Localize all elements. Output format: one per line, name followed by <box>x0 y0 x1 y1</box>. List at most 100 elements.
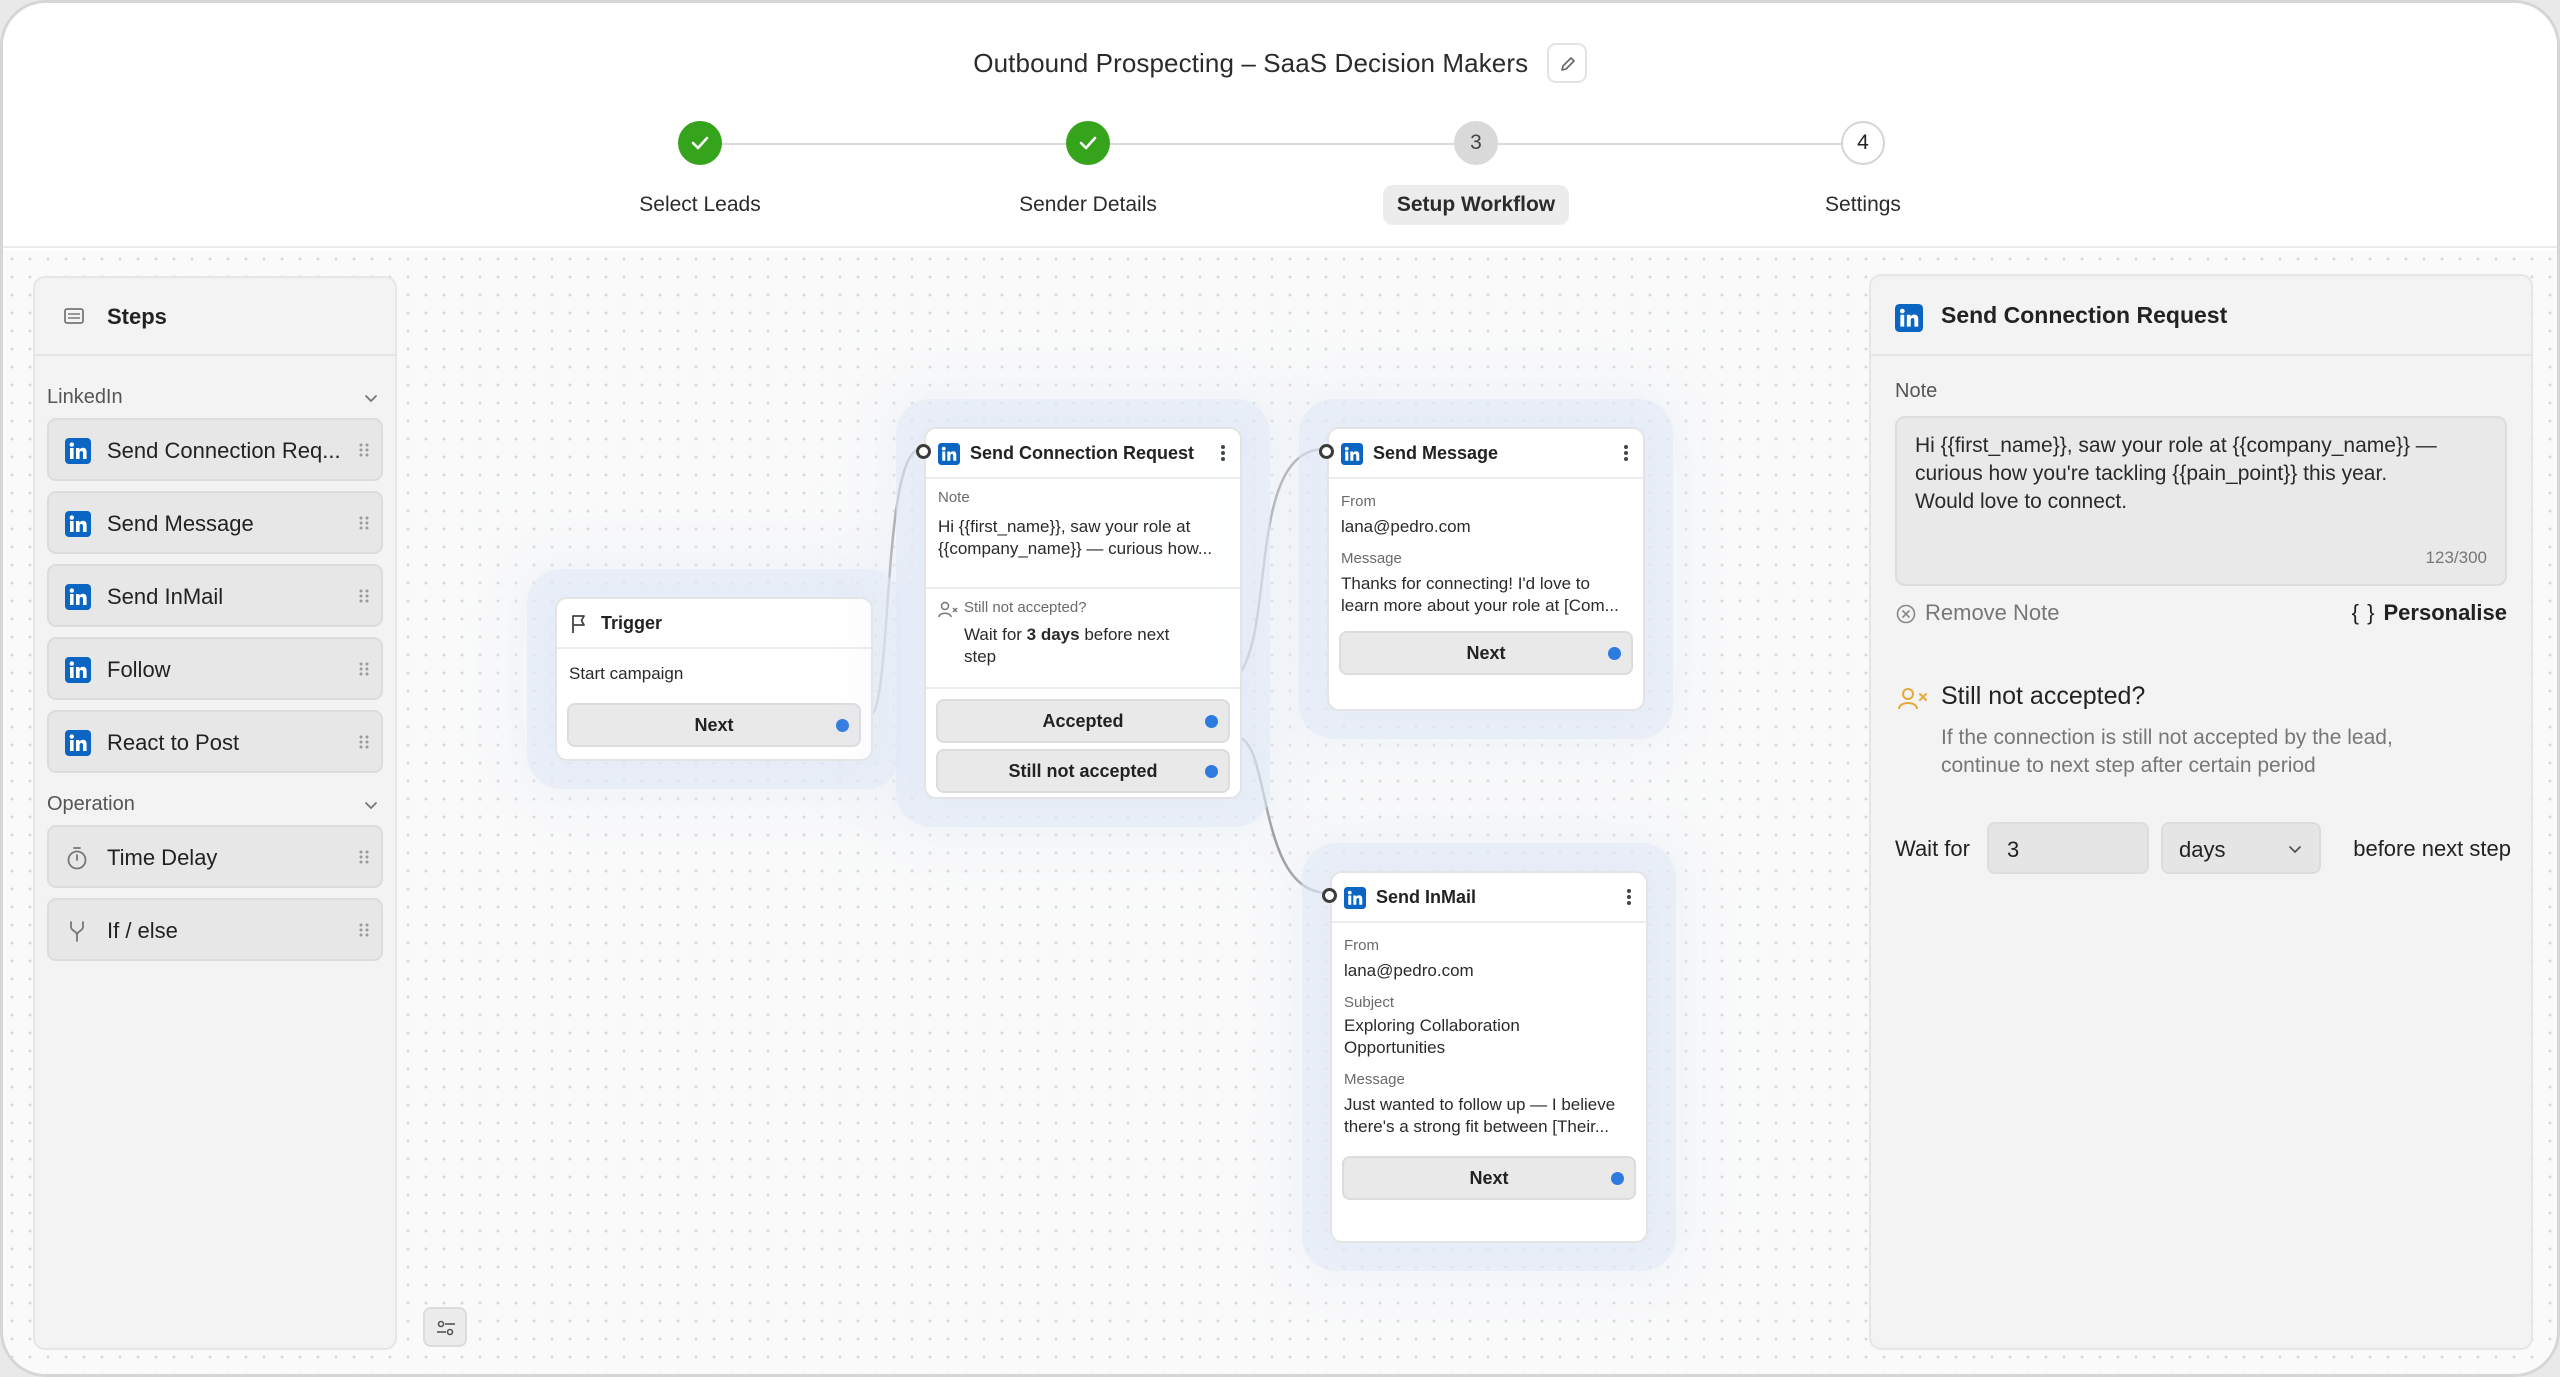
trigger-next-button[interactable]: Next <box>567 703 861 747</box>
steps-panel-header: Steps <box>35 278 395 356</box>
button-label: Next <box>694 715 734 735</box>
drag-handle-icon[interactable] <box>359 442 369 458</box>
message-label: Message <box>1344 1071 1405 1088</box>
step-item-react-to-post[interactable]: React to Post <box>47 710 383 773</box>
step-settings[interactable]: 4 Settings <box>1713 121 2013 225</box>
canvas-settings-button[interactable] <box>423 1307 467 1347</box>
step-label: Select Leads <box>639 193 761 216</box>
steps-panel-title: Steps <box>107 304 167 329</box>
list-icon <box>63 306 85 331</box>
node-header: Trigger <box>557 599 871 649</box>
step-complete-icon <box>678 121 722 165</box>
drag-handle-icon[interactable] <box>359 588 369 604</box>
wait-bold: 3 days <box>1026 625 1080 644</box>
message-line: Thanks for connecting! I'd love to <box>1341 574 1590 593</box>
step-item-label: Follow <box>107 657 171 682</box>
group-linkedin-header[interactable]: LinkedIn <box>35 378 395 418</box>
group-operation-header[interactable]: Operation <box>35 785 395 825</box>
wait-unit-value: days <box>2179 837 2226 862</box>
sliders-icon <box>437 1320 455 1336</box>
note-text-line: Hi {{first_name}}, saw your role at {{co… <box>1915 434 2437 457</box>
input-port[interactable] <box>916 444 931 459</box>
drag-handle-icon[interactable] <box>359 849 369 865</box>
step-number: 3 <box>1454 121 1498 165</box>
step-select-leads[interactable]: Select Leads <box>550 121 850 225</box>
step-item-follow[interactable]: Follow <box>47 637 383 700</box>
output-port[interactable] <box>1205 715 1218 728</box>
progress-stepper: Select Leads Sender Details 3 Setup Work… <box>3 121 2557 241</box>
more-options-icon[interactable] <box>1626 887 1632 907</box>
drag-handle-icon[interactable] <box>359 661 369 677</box>
remove-note-button[interactable]: Remove Note <box>1895 600 2060 626</box>
from-value: lana@pedro.com <box>1341 517 1471 536</box>
step-item-send-connection-request[interactable]: Send Connection Req... <box>47 418 383 481</box>
description-line: continue to next step after certain peri… <box>1941 754 2316 777</box>
node-send-message[interactable]: Send Message From lana@pedro.com Message… <box>1319 427 1645 711</box>
node-send-inmail[interactable]: Send InMail From lana@pedro.com Subject … <box>1322 871 1648 1243</box>
timer-icon <box>67 847 87 870</box>
note-line: {{company_name}} — curious how... <box>938 539 1213 558</box>
header: Outbound Prospecting – SaaS Decision Mak… <box>3 3 2557 248</box>
config-panel-header: Send Connection Request <box>1871 276 2531 356</box>
wait-suffix: before next step <box>2353 836 2511 861</box>
still-not-accepted-title: Still not accepted? <box>1941 682 2146 710</box>
drag-handle-icon[interactable] <box>359 515 369 531</box>
wait-text: Wait for 3 days before next <box>964 624 1228 646</box>
pencil-icon <box>1560 57 1575 71</box>
title-row: Outbound Prospecting – SaaS Decision Mak… <box>3 43 2557 83</box>
step-item-if-else[interactable]: If / else <box>47 898 383 961</box>
wait-unit-select[interactable]: days <box>2161 822 2321 874</box>
close-circle-icon <box>1896 604 1916 624</box>
more-options-icon[interactable] <box>1623 443 1629 463</box>
trigger-text: Start campaign <box>569 664 684 683</box>
note-text-line: curious how you're tackling {{pain_point… <box>1915 462 2388 485</box>
node-title: Trigger <box>601 613 663 633</box>
group-label: LinkedIn <box>47 386 123 408</box>
linkedin-icon <box>938 443 960 465</box>
inmail-next-button[interactable]: Next <box>1342 1156 1636 1200</box>
output-port[interactable] <box>836 719 849 732</box>
personalise-button[interactable]: { }Personalise <box>2352 600 2507 626</box>
stepper-track <box>700 143 1863 145</box>
linkedin-icon <box>1344 887 1366 909</box>
step-item-send-inmail[interactable]: Send InMail <box>47 564 383 627</box>
step-item-send-message[interactable]: Send Message <box>47 491 383 554</box>
button-label: Next <box>1466 643 1506 663</box>
step-item-label: React to Post <box>107 730 240 755</box>
step-setup-workflow[interactable]: 3 Setup Workflow <box>1326 121 1626 225</box>
node-trigger[interactable]: Trigger Start campaign Next <box>555 597 873 761</box>
char-counter: 123/300 <box>2425 548 2487 567</box>
branch-icon <box>70 921 84 942</box>
node-body: From lana@pedro.com Subject Exploring Co… <box>1332 923 1646 1148</box>
button-label: Accepted <box>1042 711 1124 731</box>
accepted-branch-button[interactable]: Accepted <box>936 699 1230 743</box>
wait-row: Wait for 3 days before next step <box>1895 822 2511 876</box>
from-label: From <box>1344 937 1379 954</box>
node-send-connection-request[interactable]: Send Connection Request Note Hi {{first_… <box>916 427 1242 799</box>
button-label: Still not accepted <box>1008 761 1158 781</box>
drag-handle-icon[interactable] <box>359 922 369 938</box>
linkedin-icon <box>1341 443 1363 465</box>
step-item-label: Send InMail <box>107 584 224 609</box>
drag-handle-icon[interactable] <box>359 734 369 750</box>
output-port[interactable] <box>1205 765 1218 778</box>
not-accepted-branch-button[interactable]: Still not accepted <box>936 749 1230 793</box>
step-item-time-delay[interactable]: Time Delay <box>47 825 383 888</box>
edit-title-button[interactable] <box>1546 43 1587 83</box>
subject-line: Exploring Collaboration <box>1344 1016 1520 1035</box>
input-port[interactable] <box>1322 888 1337 903</box>
wait-label: Wait for <box>1895 836 1970 861</box>
linkedin-icon <box>65 584 91 610</box>
config-panel-title: Send Connection Request <box>1941 302 2228 328</box>
step-sender-details[interactable]: Sender Details <box>938 121 1238 225</box>
message-line: learn more about your role at [Com... <box>1341 596 1619 615</box>
output-port[interactable] <box>1611 1172 1624 1185</box>
input-port[interactable] <box>1319 444 1334 459</box>
wait-amount-input[interactable]: 3 <box>1987 822 2149 874</box>
wait-text-line2: step <box>964 647 997 666</box>
message-next-button[interactable]: Next <box>1339 631 1633 675</box>
more-options-icon[interactable] <box>1220 443 1226 463</box>
output-port[interactable] <box>1608 647 1621 660</box>
message-line: Just wanted to follow up — I believe <box>1344 1095 1616 1114</box>
note-textarea[interactable]: Hi {{first_name}}, saw your role at {{co… <box>1895 416 2507 586</box>
